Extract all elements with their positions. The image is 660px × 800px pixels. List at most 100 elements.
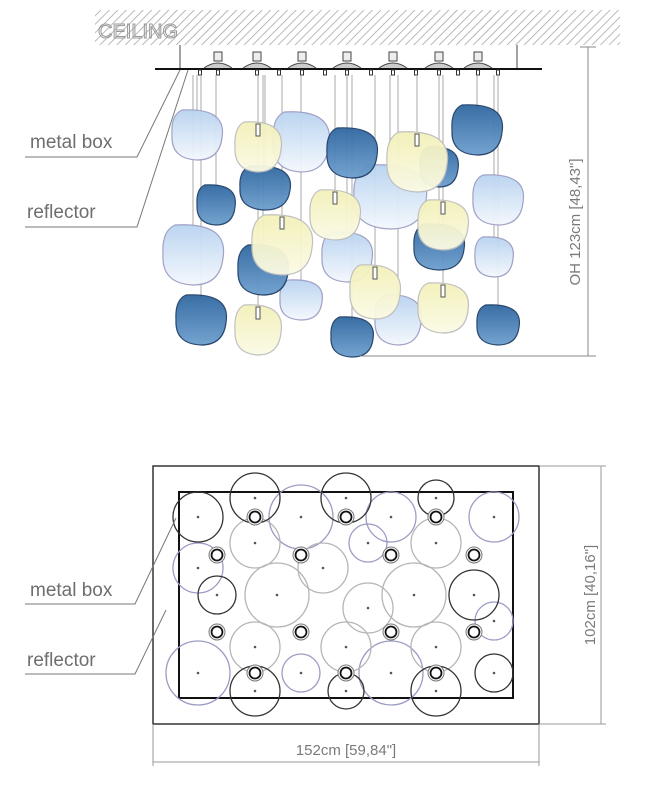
pendant-footprint-circle: [281, 653, 321, 693]
metal-box-label: metal box: [30, 132, 113, 153]
canopy-base: [463, 62, 493, 69]
pendant-center-dot: [299, 515, 303, 519]
lit-yellow-glass-pendant: [309, 189, 362, 241]
pendant-center-dot: [389, 671, 393, 675]
pendant-center-dot: [492, 619, 496, 623]
socket-ring-inner: [384, 625, 398, 639]
pendant-center-dot: [434, 541, 438, 545]
depth-dimension: 102cm [40,16"]: [582, 545, 599, 645]
pendant-footprint-circle: [348, 523, 388, 563]
pendants: [162, 75, 525, 358]
socket-ring-inner: [467, 625, 481, 639]
light-blue-glass-pendant: [474, 236, 514, 278]
lit-yellow-glass-pendant: [251, 214, 314, 276]
pendant-footprint-circle: [448, 569, 500, 621]
dark-blue-glass-pendant: [196, 184, 236, 226]
ceiling-label: CEILING: [98, 21, 178, 43]
hanger-icon: [437, 69, 441, 76]
hanger-icon: [476, 69, 480, 76]
pendant-center-dot: [196, 671, 200, 675]
pendant-footprint-circle: [474, 601, 514, 641]
width-dimension: 152cm [59,84"]: [296, 742, 396, 759]
pendant-center-dot: [492, 671, 496, 675]
plan-metal-box-label: metal box: [30, 580, 113, 601]
pendant-footprint-circle: [172, 491, 224, 543]
canopy-icon: [213, 51, 223, 62]
hanger-icon: [198, 69, 202, 76]
hanger-icon: [369, 69, 373, 76]
canopy-base: [424, 62, 454, 69]
pendant-center-dot: [253, 496, 257, 500]
socket-ring-inner: [210, 548, 224, 562]
dark-blue-glass-pendant: [330, 316, 374, 358]
socket-ring-inner: [248, 666, 262, 680]
socket-ring-inner: [339, 666, 353, 680]
pendant-footprint-circle: [365, 491, 417, 543]
socket-ring-inner: [248, 510, 262, 524]
socket-ring-inner: [384, 548, 398, 562]
pendant-center-dot: [434, 496, 438, 500]
pendant-footprint-circle: [297, 542, 349, 594]
dark-blue-glass-pendant: [239, 165, 292, 211]
socket-ring-inner: [294, 548, 308, 562]
pendant-center-dot: [253, 541, 257, 545]
lit-yellow-glass-pendant: [234, 121, 283, 173]
socket-ring-inner: [467, 548, 481, 562]
lit-yellow-glass-pendant: [234, 304, 283, 356]
socket-icon: [332, 191, 338, 205]
socket-ring-inner: [429, 510, 443, 524]
socket-ring-inner: [429, 666, 443, 680]
socket-ring-inner: [210, 625, 224, 639]
socket-icon: [414, 133, 420, 147]
pendant-footprint-circle: [358, 640, 424, 706]
pendant-center-dot: [321, 566, 325, 570]
pendant-footprint-circle: [197, 575, 237, 615]
canopy-icon: [342, 51, 352, 62]
hanger-icon: [216, 69, 220, 76]
canopy-base: [378, 62, 408, 69]
reflector-leader: [25, 69, 189, 228]
ceiling-hatch: [95, 10, 620, 45]
plan-reflector-label: reflector: [27, 650, 96, 671]
plan-reflector-leader: [25, 609, 167, 675]
socket-ring-inner: [339, 510, 353, 524]
pendant-center-dot: [434, 689, 438, 693]
pendant-center-dot: [253, 645, 257, 649]
light-blue-glass-pendant: [279, 279, 323, 321]
hanger-icon: [277, 69, 281, 76]
pendant-center-dot: [275, 593, 279, 597]
pendant-center-dot: [366, 541, 370, 545]
metal-box-outline: [178, 491, 514, 699]
canopy-icon: [297, 51, 307, 62]
hanger-icon: [300, 69, 304, 76]
reflector-outline: [152, 465, 540, 725]
socket-icon: [255, 123, 261, 137]
canopy-fixtures: [198, 51, 500, 76]
plan-metal-box-leader: [25, 517, 177, 605]
pendant-center-dot: [299, 671, 303, 675]
lit-yellow-glass-pendant: [386, 131, 449, 193]
pendant-center-dot: [215, 593, 219, 597]
socket-icon: [440, 201, 446, 215]
hanger-icon: [323, 69, 327, 76]
pendant-footprint-circle: [342, 582, 394, 634]
pendant-center-dot: [434, 645, 438, 649]
canopy-base: [287, 62, 317, 69]
pendant-center-dot: [492, 515, 496, 519]
plan-view: metal box reflector 102cm [40,16"] 152cm…: [25, 465, 606, 766]
light-blue-glass-pendant: [171, 109, 224, 161]
hanger-icon: [496, 69, 500, 76]
dark-blue-glass-pendant: [175, 294, 228, 346]
pendant-center-dot: [366, 606, 370, 610]
canopy-base: [203, 62, 233, 69]
canopy-icon: [434, 51, 444, 62]
pendant-center-dot: [389, 515, 393, 519]
plan-circles: [165, 472, 520, 717]
pendant-center-dot: [344, 496, 348, 500]
dark-blue-glass-pendant: [476, 304, 520, 346]
lit-yellow-glass-pendant: [417, 199, 470, 251]
pendant-footprint-circle: [244, 562, 310, 628]
socket-icon: [279, 216, 285, 230]
canopy-icon: [388, 51, 398, 62]
